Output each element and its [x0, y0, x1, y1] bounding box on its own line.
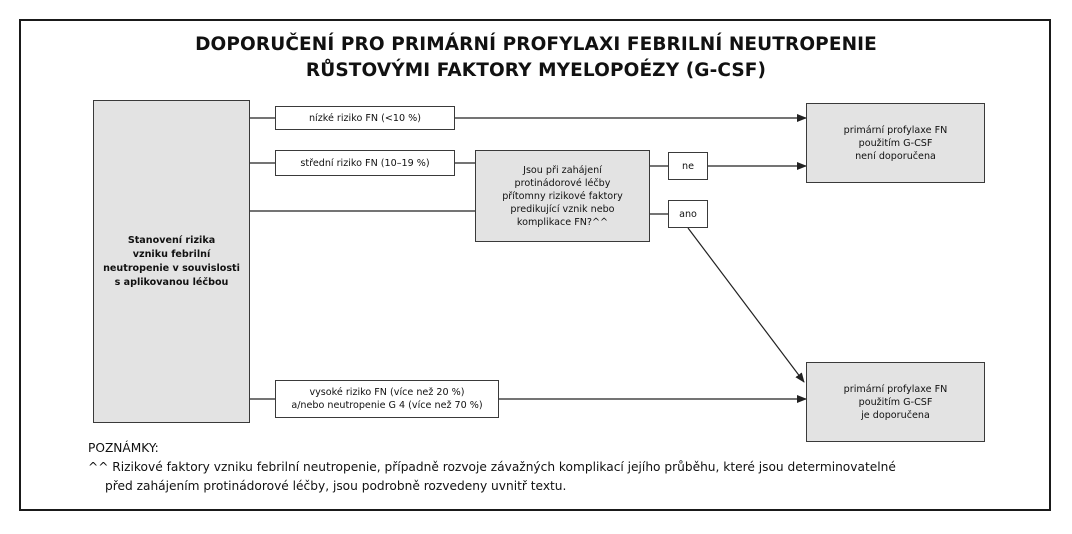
diagram-frame [19, 19, 1051, 511]
arrow-yes-to-recommended [687, 227, 805, 383]
mid-risk-box: střední riziko FN (10–19 %) [275, 150, 455, 176]
risk-factors-question-box: Jsou při zahájení protinádorové léčby př… [475, 150, 650, 242]
answer-yes-box: ano [668, 200, 708, 228]
mid-risk-label: střední riziko FN (10–19 %) [300, 157, 430, 169]
notes-line-2: před zahájením protinádorové léčby, jsou… [105, 479, 567, 493]
answer-yes-label: ano [679, 208, 697, 220]
outcome-recommended-box: primární profylaxe FN použitím G-CSF je … [806, 362, 985, 442]
low-risk-box: nízké riziko FN (<10 %) [275, 106, 455, 130]
outcome-not-recommended-box: primární profylaxe FN použitím G-CSF nen… [806, 103, 985, 183]
title-line-1: DOPORUČENÍ PRO PRIMÁRNÍ PROFYLAXI FEBRIL… [195, 34, 877, 55]
risk-assessment-box: Stanovení rizika vzniku febrilní neutrop… [93, 100, 250, 423]
notes-line-1: ^^ Rizikové faktory vzniku febrilní neut… [88, 460, 896, 474]
high-risk-box: vysoké riziko FN (více než 20 %) a/nebo … [275, 380, 499, 418]
answer-no-box: ne [668, 152, 708, 180]
notes-heading: POZNÁMKY: [88, 441, 159, 455]
outcome-recommended-label: primární profylaxe FN použitím G-CSF je … [843, 383, 948, 421]
outcome-not-recommended-label: primární profylaxe FN použitím G-CSF nen… [843, 124, 948, 162]
risk-factors-question-label: Jsou při zahájení protinádorové léčby př… [502, 164, 623, 228]
answer-no-label: ne [682, 160, 694, 172]
high-risk-label: vysoké riziko FN (více než 20 %) a/nebo … [291, 387, 483, 411]
title-line-2: RŮSTOVÝMI FAKTORY MYELOPOÉZY (G-CSF) [305, 60, 767, 81]
risk-assessment-label: Stanovení rizika vzniku febrilní neutrop… [103, 234, 240, 288]
low-risk-label: nízké riziko FN (<10 %) [308, 112, 422, 124]
